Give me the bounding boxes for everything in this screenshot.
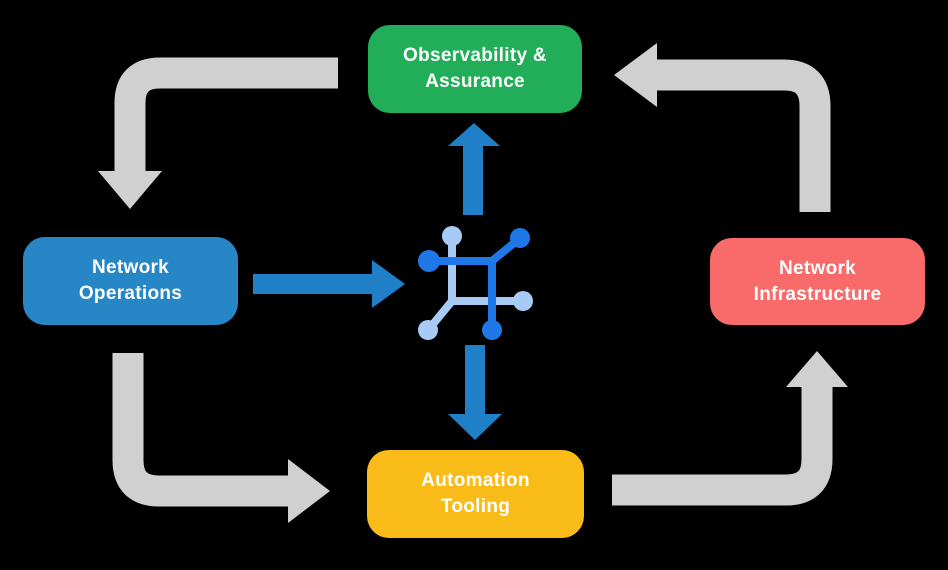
node-operations: Network Operations	[23, 237, 238, 325]
node-infrastructure-label-line1: Network	[778, 257, 857, 279]
node-infrastructure: Network Infrastructure	[710, 238, 925, 325]
flow-arrow-center-to-automation	[448, 345, 502, 440]
cycle-arrow-infrastructure-to-observability	[614, 43, 831, 212]
node-observability: Observability & Assurance	[368, 25, 582, 113]
flow-arrow-operations-to-center	[253, 260, 405, 308]
node-automation-label-line2: Tooling	[440, 496, 511, 517]
cycle-arrow-operations-to-automation	[112, 353, 330, 523]
node-operations-label-line1: Network	[91, 257, 170, 278]
network-automation-icon	[418, 226, 533, 340]
node-observability-label-line2: Assurance	[425, 71, 525, 92]
cycle-arrow-observability-to-operations	[98, 57, 338, 209]
node-operations-label-line2: Operations	[78, 283, 183, 304]
cycle-arrow-automation-to-infrastructure	[612, 351, 848, 506]
node-automation: Automation Tooling	[367, 450, 584, 538]
node-infrastructure-label-line2: Infrastructure	[753, 283, 882, 305]
node-automation-label-line1: Automation	[421, 470, 530, 491]
node-observability-label-line1: Observability &	[403, 45, 547, 66]
flow-arrow-center-to-observability	[448, 123, 500, 215]
